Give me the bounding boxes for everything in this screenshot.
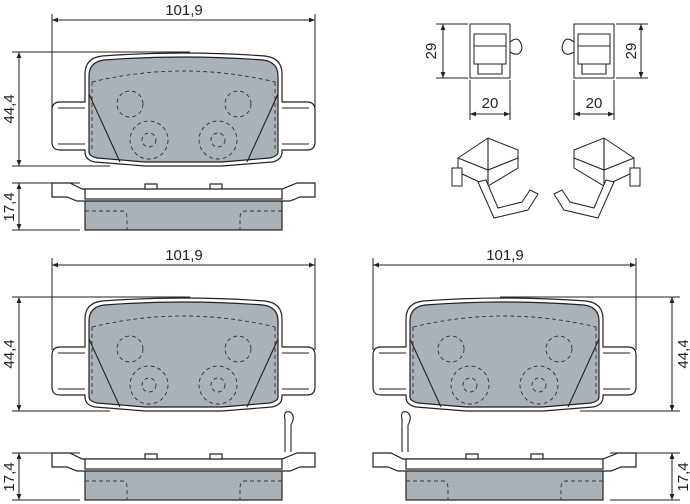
pad-2-thickness-label: 17,4: [1, 462, 18, 491]
pad-3-height-label: 44,4: [675, 339, 690, 368]
clip-left-height-label: 29: [423, 43, 440, 60]
pad-1-height-dimension: 44,4: [1, 51, 190, 167]
pad-2-width-label: 101,9: [165, 247, 203, 264]
pad-2-side-view: [51, 452, 316, 501]
pad-3-thickness-label: 17,4: [675, 462, 690, 491]
pad-1-width-label: 101,9: [165, 2, 203, 19]
clip-right-width-dimension: 20: [573, 80, 615, 120]
pad-3-width-dimension: 101,9: [372, 247, 637, 350]
pad-2-height-dimension: 44,4: [1, 296, 190, 412]
pad-3-height-dimension: 44,4: [500, 296, 690, 412]
clip-right-3d-view: [553, 137, 641, 219]
clip-right-height-label: 29: [623, 43, 640, 60]
clip-left-width-dimension: 20: [469, 80, 511, 120]
pad-1-width-dimension: 101,9: [51, 2, 316, 110]
pad-2-front-view: [51, 297, 316, 412]
clip-left-3d-view: [451, 137, 539, 219]
pad-2-wear-sensor: [284, 411, 294, 452]
pad-3-width-label: 101,9: [486, 247, 524, 264]
clips: 29 29 20 20: [423, 23, 648, 219]
pad-1: 101,9 44,4 17,4: [1, 2, 316, 231]
pad-1-height-label: 44,4: [1, 94, 18, 123]
clip-left-height-dimension: 29: [423, 23, 468, 79]
clip-left-front-view: [469, 23, 523, 79]
clip-left-width-label: 20: [482, 95, 499, 112]
pad-2-width-dimension: 101,9: [51, 247, 316, 350]
clip-right-front-view: [561, 23, 615, 79]
pad-1-side-view: [51, 182, 316, 231]
pad-3-front-view: [372, 297, 637, 412]
pad-3-side-view: [372, 452, 637, 501]
pad-3: 101,9 44,4 17,4: [372, 247, 690, 501]
pad-1-thickness-label: 17,4: [1, 192, 18, 221]
pad-2-height-label: 44,4: [1, 339, 18, 368]
pad-2: 101,9 44,4 17,4: [1, 247, 316, 501]
pad-3-wear-sensor: [401, 411, 411, 452]
clip-right-width-label: 20: [586, 95, 603, 112]
pad-1-front-view: [51, 52, 316, 167]
clip-right-height-dimension: 29: [616, 23, 648, 79]
